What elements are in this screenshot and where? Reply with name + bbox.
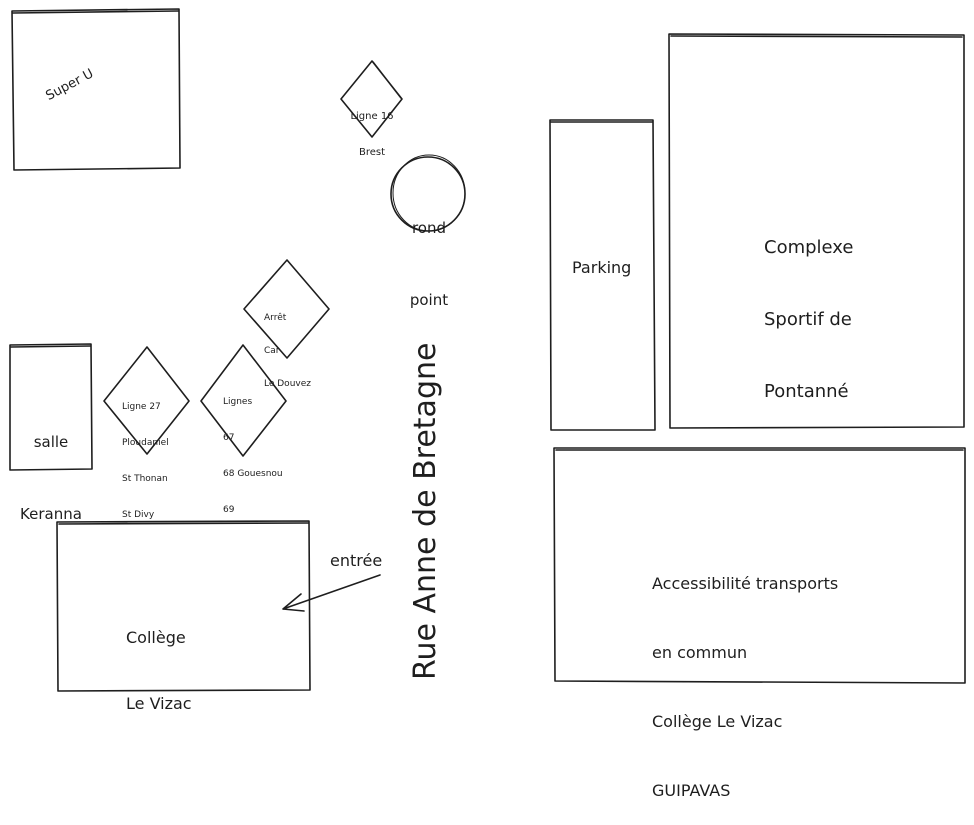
lignes-diamond [201, 345, 286, 456]
salle-box [10, 344, 92, 470]
arret-car-line-1: Arrêt [264, 313, 287, 323]
salle-line-1: salle [33, 433, 69, 451]
ligne27-line-4: St Divy [122, 510, 155, 520]
info-line-2: en commun [652, 643, 748, 662]
complexe-line-3: Pontanné [764, 381, 849, 402]
complexe-label: Complexe Sportif de Pontanné [764, 188, 853, 428]
info-line-1: Accessibilité transports [652, 574, 839, 593]
salle-line-2: Keranna [20, 505, 82, 523]
ligne16-diamond [341, 61, 402, 137]
complexe-line-2: Sportif de [764, 309, 852, 330]
entree-label: entrée [330, 551, 383, 570]
info-line-3: Collège Le Vizac [652, 712, 783, 731]
ligne16-label: Ligne 16 Brest [348, 87, 396, 171]
complexe-box [669, 34, 964, 428]
ligne27-line-1: Ligne 27 [122, 402, 161, 412]
arret-car-label: Arrêt Car Le Douvez [264, 291, 311, 401]
complexe-line-1: Complexe [764, 237, 854, 258]
lignes-line-2: 67 [223, 433, 235, 443]
arret-car-line-2: Car [264, 346, 280, 356]
diagram-canvas [0, 0, 974, 701]
ligne27-line-3: St Thonan [122, 474, 168, 484]
lignes-line-1: Lignes [223, 397, 253, 407]
info-line-4: GUIPAVAS [652, 781, 731, 800]
college-line-1: Collège [126, 628, 186, 647]
rond-point-line-1: rond [411, 219, 447, 237]
lignes-label: Lignes 67 68 Gouesnou 69 [223, 372, 283, 528]
rond-point-label: rond point [398, 168, 460, 336]
salle-label: salle Keranna [10, 382, 92, 550]
college-line-2: Le Vizac [126, 694, 192, 713]
super-u-box [12, 9, 180, 170]
entree-arrow [283, 575, 380, 611]
lignes-line-4: 69 [223, 505, 235, 515]
ligne27-label: Ligne 27 Ploudaniel St Thonan St Divy [122, 377, 169, 533]
arret-car-line-3: Le Douvez [264, 379, 311, 389]
ligne16-line-1: Ligne 16 [350, 111, 394, 122]
info-box [554, 448, 965, 683]
ligne27-line-2: Ploudaniel [122, 438, 169, 448]
college-label: Collège Le Vizac [126, 583, 192, 737]
lignes-line-3: 68 Gouesnou [223, 469, 283, 479]
parking-box [550, 120, 655, 430]
ligne27-diamond [104, 347, 189, 454]
info-label: Accessibilité transports en commun Collè… [652, 526, 838, 825]
ligne16-line-2: Brest [358, 147, 386, 158]
rond-point-line-2: point [409, 291, 449, 309]
parking-label: Parking [572, 258, 632, 277]
street-label: Rue Anne de Bretagne [408, 342, 443, 680]
arret-car-diamond [244, 260, 329, 358]
college-box [57, 521, 310, 691]
